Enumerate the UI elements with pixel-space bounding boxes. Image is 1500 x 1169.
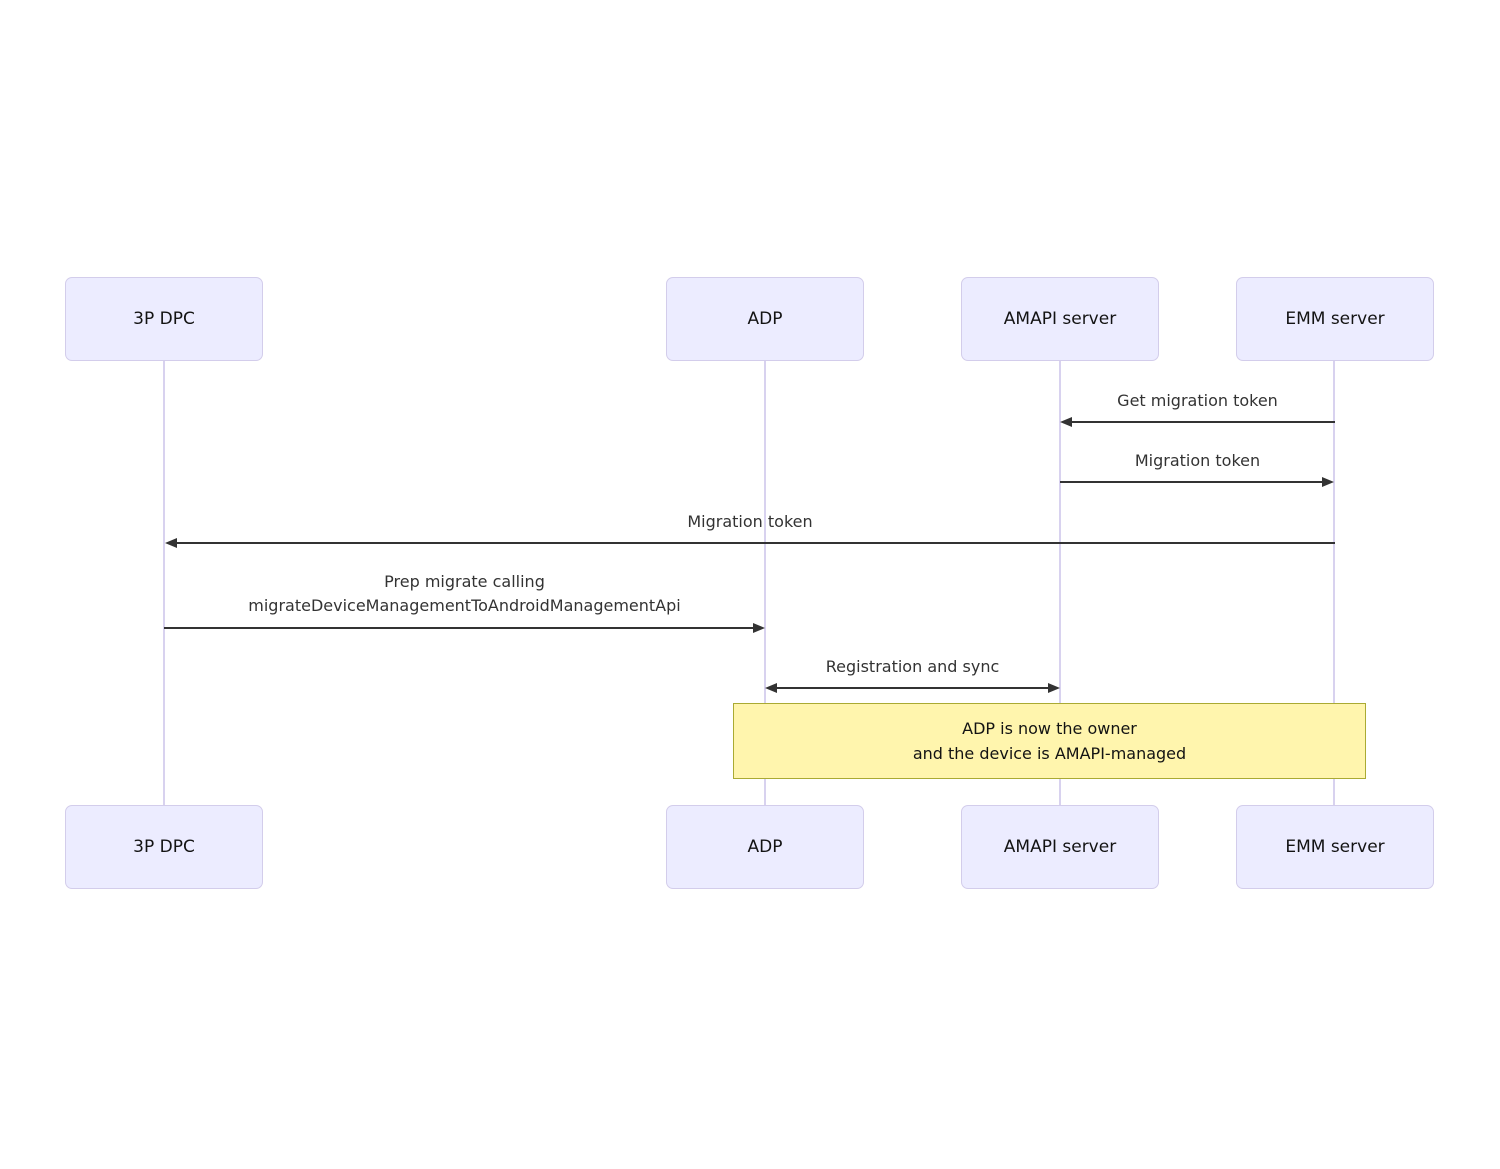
actor-label: AMAPI server: [1003, 837, 1117, 857]
actor-top-emm-server: EMM server: [1236, 277, 1434, 361]
arrowhead-left-icon: [1060, 417, 1072, 427]
message-label-migration-token-2: Migration token: [687, 512, 813, 531]
message-label-line2: migrateDeviceManagementToAndroidManageme…: [248, 596, 681, 615]
actor-bottom-3p-dpc: 3P DPC: [65, 805, 263, 889]
message-line: [173, 542, 1335, 544]
actor-label: ADP: [747, 837, 783, 857]
note-line1: ADP is now the owner: [962, 719, 1137, 738]
arrowhead-right-icon: [1322, 477, 1334, 487]
message-label-line1: Prep migrate calling: [384, 572, 545, 591]
actor-top-adp: ADP: [666, 277, 864, 361]
actor-bottom-emm-server: EMM server: [1236, 805, 1434, 889]
arrowhead-left-icon: [765, 683, 777, 693]
message-label-get-migration-token: Get migration token: [1117, 391, 1278, 410]
message-line: [164, 627, 755, 629]
lifeline-emm-server: [1333, 361, 1335, 805]
actor-label: 3P DPC: [133, 837, 195, 857]
message-line: [1060, 481, 1324, 483]
actor-label: AMAPI server: [1003, 309, 1117, 329]
message-line: [773, 687, 1050, 689]
actor-bottom-adp: ADP: [666, 805, 864, 889]
actor-top-3p-dpc: 3P DPC: [65, 277, 263, 361]
message-label-migration-token: Migration token: [1134, 451, 1261, 470]
lifeline-amapi-server: [1059, 361, 1061, 805]
actor-label: EMM server: [1285, 309, 1385, 329]
note-line2: and the device is AMAPI-managed: [912, 744, 1187, 763]
actor-bottom-amapi-server: AMAPI server: [961, 805, 1159, 889]
lifeline-3p-dpc: [163, 361, 165, 805]
actor-label: ADP: [747, 309, 783, 329]
actor-label: EMM server: [1285, 837, 1385, 857]
lifeline-adp: [764, 361, 766, 805]
message-label-registration-and-sync: Registration and sync: [825, 657, 1000, 676]
arrowhead-right-icon: [753, 623, 765, 633]
message-label-prep-migrate: Prep migrate calling migrateDeviceManage…: [164, 570, 765, 618]
actor-label: 3P DPC: [133, 309, 195, 329]
arrowhead-right-icon: [1048, 683, 1060, 693]
actor-top-amapi-server: AMAPI server: [961, 277, 1159, 361]
message-line: [1068, 421, 1335, 423]
note-adp-owner: ADP is now the owner and the device is A…: [733, 703, 1366, 779]
arrowhead-left-icon: [165, 538, 177, 548]
